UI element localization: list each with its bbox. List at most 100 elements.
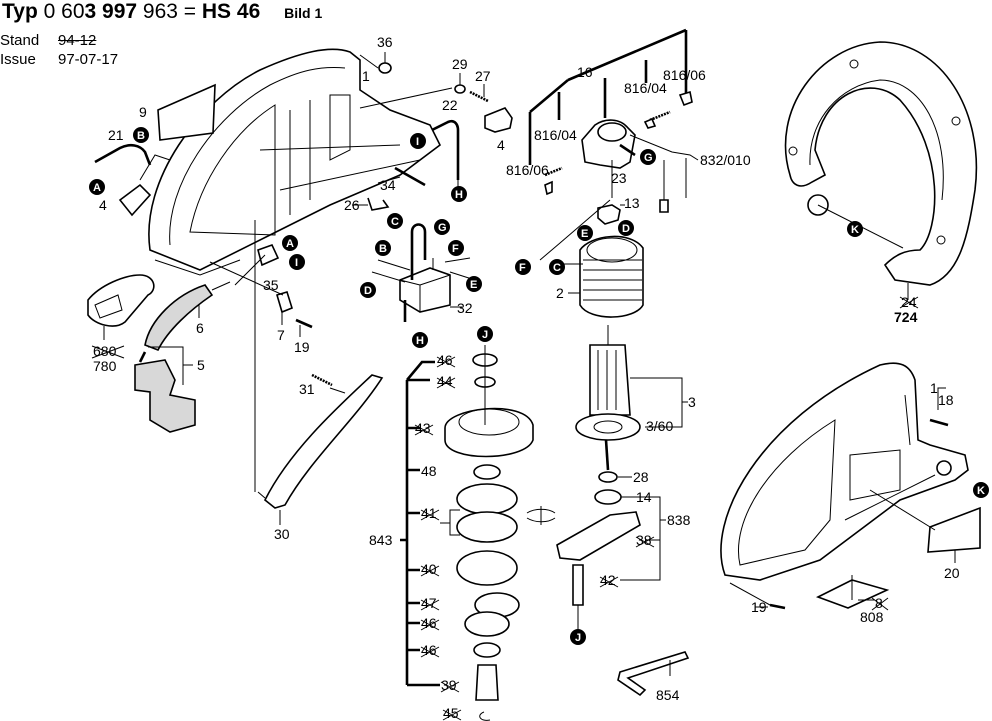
part-label: 29: [452, 56, 468, 72]
part-label: 816/04: [534, 127, 577, 143]
callout-D: D: [618, 220, 634, 236]
part-label: 3/60: [646, 418, 673, 434]
issue-label: Issue: [0, 51, 36, 68]
clip-26: [367, 197, 390, 211]
callout-C: C: [549, 259, 565, 275]
part-label: 13: [624, 195, 640, 211]
part-label: 16: [577, 64, 593, 80]
washer-28: [598, 471, 618, 483]
label-20: [927, 506, 981, 553]
model-name: HS 46: [201, 0, 261, 23]
part-number-bold: 3 997: [84, 0, 138, 23]
svg-text:E: E: [581, 228, 588, 240]
part-label: 14: [636, 489, 652, 505]
stand-row: Stand 94-12: [0, 32, 96, 49]
page-header: Typ 0 603 997 963 = HS 46 Bild 1: [2, 0, 322, 24]
cable-protector-6: [144, 284, 214, 352]
wire-22: [431, 119, 460, 180]
callout-B: B: [375, 240, 391, 256]
part-label: 21: [108, 127, 124, 143]
callout-J: J: [477, 326, 493, 342]
part-label: 26: [344, 197, 360, 213]
part-label: 843: [369, 532, 393, 548]
field-coil-2: [539, 199, 644, 318]
svg-text:F: F: [519, 262, 526, 274]
part-label: 780: [93, 358, 117, 374]
callout-C: C: [387, 213, 403, 229]
callout-E: E: [577, 225, 593, 241]
part-label: 6: [196, 320, 204, 336]
part-label: 48: [421, 463, 437, 479]
callout-H: H: [412, 332, 428, 348]
part-label: 35: [263, 277, 279, 293]
callout-K: K: [973, 482, 989, 498]
part-label: 838: [667, 512, 691, 528]
svg-text:F: F: [452, 243, 459, 255]
callout-H: H: [451, 186, 467, 202]
cable-21: [94, 143, 152, 166]
svg-text:C: C: [391, 216, 399, 228]
part-label: 5: [197, 357, 205, 373]
svg-text:A: A: [93, 182, 101, 194]
callout-G: G: [434, 219, 450, 235]
callout-G: G: [640, 149, 656, 165]
part-label: 22: [442, 97, 458, 113]
svg-text:C: C: [553, 262, 561, 274]
cable-clamp-7: [276, 291, 293, 314]
part-label: 3: [688, 394, 696, 410]
callout-B: B: [133, 127, 149, 143]
svg-text:B: B: [137, 130, 145, 142]
svg-text:H: H: [416, 335, 424, 347]
brush-holder-assembly: [528, 28, 699, 213]
crank-38: [556, 511, 641, 561]
issue-row: Issue 97-07-17: [0, 51, 118, 68]
part-label: 9: [139, 104, 147, 120]
plug-5: [134, 359, 196, 433]
part-label: 23: [611, 170, 627, 186]
part-label: 4: [497, 137, 505, 153]
nut-13: [597, 204, 621, 225]
svg-text:G: G: [644, 152, 653, 164]
part-label: 724: [894, 309, 918, 325]
svg-text:J: J: [482, 329, 488, 341]
pin-42: [572, 564, 584, 606]
part-label: 7: [277, 327, 285, 343]
stand-value: 94-12: [58, 32, 97, 49]
part-label: 1: [362, 68, 370, 84]
suppressor-32: [371, 223, 476, 322]
housing-left-half: [148, 48, 442, 276]
callout-J: J: [570, 629, 586, 645]
callout-F: F: [515, 259, 531, 275]
spring-31: [311, 373, 333, 387]
part-label: 19: [751, 599, 767, 615]
callout-A: A: [89, 179, 105, 195]
issue-value: 97-07-17: [58, 51, 119, 68]
part-label: 34: [380, 177, 396, 193]
gear-stack-843: [400, 345, 534, 721]
part-label: 854: [656, 687, 680, 703]
svg-text:K: K: [851, 224, 859, 236]
part-label: 32: [457, 300, 473, 316]
typ-label: Typ: [2, 0, 38, 23]
svg-text:G: G: [438, 222, 447, 234]
part-label: 19: [294, 339, 310, 355]
part-label: 1: [930, 380, 938, 396]
pin-34: [394, 166, 426, 187]
callout-I: I: [410, 133, 426, 149]
svg-text:J: J: [575, 632, 581, 644]
svg-text:A: A: [286, 238, 294, 250]
part-label: 30: [274, 526, 290, 542]
part-label: 28: [633, 469, 649, 485]
part-label: 36: [377, 34, 393, 50]
callout-E: E: [466, 276, 482, 292]
stand-label: Stand: [0, 32, 40, 49]
label-plate-9: [157, 83, 216, 141]
callout-F: F: [448, 240, 464, 256]
svg-text:K: K: [977, 485, 985, 497]
part-label: 31: [299, 381, 315, 397]
svg-text:I: I: [295, 257, 298, 269]
callout-D: D: [360, 282, 376, 298]
svg-text:I: I: [416, 136, 419, 148]
part-label: 832/010: [700, 152, 751, 168]
